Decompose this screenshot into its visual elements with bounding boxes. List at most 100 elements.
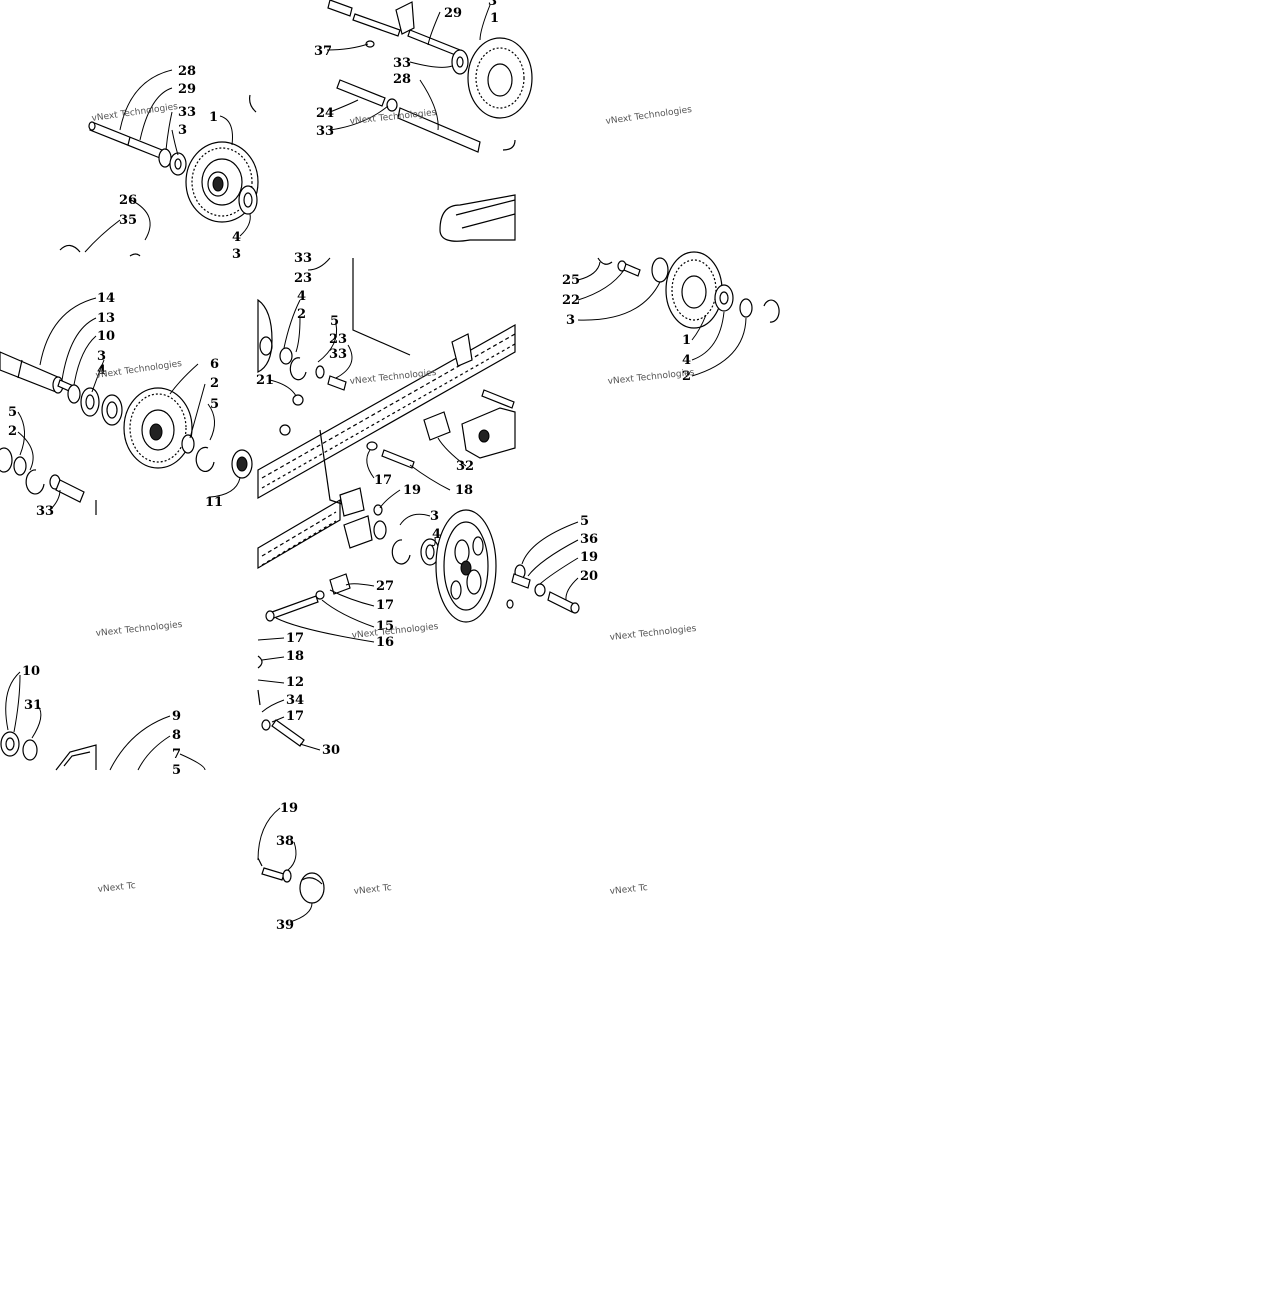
washer-part	[739, 298, 753, 318]
callout-label: 33	[294, 251, 312, 266]
washer-part	[279, 347, 293, 365]
callout-label: 24	[316, 106, 334, 121]
callout-label: 11	[205, 495, 223, 510]
tile-r2c2: vNext Technologies	[609, 624, 697, 643]
watermark-text: vNext Technologies	[605, 105, 693, 127]
tile-r0c2: vNext Technologies	[605, 105, 693, 127]
spacer-part	[329, 573, 351, 595]
watermark-text: vNext Tc	[353, 883, 392, 897]
callout-label: 1	[682, 333, 691, 348]
bearing-part	[231, 449, 253, 479]
arm-outline-part	[319, 429, 346, 506]
washer-part	[22, 739, 38, 761]
washer-part	[506, 599, 514, 609]
spoked-wheel-part	[435, 509, 497, 623]
pin-part	[327, 0, 461, 57]
callout-label: 23	[329, 332, 347, 347]
washer-part	[13, 456, 27, 476]
washer-part	[158, 148, 187, 176]
washer-part	[0, 731, 20, 757]
bearing-part	[714, 284, 734, 312]
callout-label: 5	[172, 763, 181, 778]
clip-part	[257, 655, 263, 669]
nut-part	[292, 394, 304, 406]
bolt-part	[547, 591, 580, 614]
callout-label: 5	[210, 397, 219, 412]
clip-part	[257, 857, 263, 867]
callout-label: 14	[97, 291, 115, 306]
callout-label: 1	[209, 110, 218, 125]
callout-label: 25	[562, 273, 580, 288]
callout-label: 37	[314, 44, 332, 59]
partial-frame-part	[502, 139, 516, 151]
slide-rail-part	[257, 323, 516, 500]
callout-label: 39	[276, 918, 294, 933]
callout-label: 22	[562, 293, 580, 308]
callout-label: 1	[490, 11, 499, 26]
callout-label: 2	[297, 307, 306, 322]
snap-ring-part	[25, 469, 45, 495]
snap-ring-part	[391, 539, 411, 565]
callout-label: 15	[376, 619, 394, 634]
callout-label: 34	[286, 693, 304, 708]
callout-label: 3	[430, 509, 439, 524]
callout-label: 32	[456, 459, 474, 474]
watermark-text: vNext Technologies	[609, 624, 697, 643]
tile-r2c0: 10 31 9 8 7 5 vNext Technologies	[0, 620, 206, 778]
watermark-text: vNext Tc	[609, 883, 648, 897]
callout-label: 36	[580, 532, 598, 547]
callout-label: 19	[280, 801, 298, 816]
callout-label: 33	[329, 347, 347, 362]
callout-label: 8	[172, 728, 181, 743]
washer-part	[534, 583, 546, 597]
bolt-part	[366, 441, 415, 469]
clip-part	[257, 689, 261, 706]
watermark-text: vNext Technologies	[607, 368, 695, 387]
callout-label: 28	[393, 72, 411, 87]
bolt-part	[481, 389, 515, 409]
callout-label: 4	[682, 353, 691, 368]
washer-part	[315, 365, 325, 379]
tile-r1c1: 33 23 4 2 5 23 33 21 17 18 19 3 4 32 27 …	[256, 251, 516, 758]
arm-outline-part	[352, 258, 411, 356]
callout-label: 18	[455, 483, 473, 498]
callout-label: 17	[286, 631, 304, 646]
shaft-part	[397, 107, 481, 153]
callout-label: 27	[376, 579, 394, 594]
spacer-part	[327, 375, 347, 391]
callout-label: 21	[256, 373, 274, 388]
shaft-part	[88, 121, 163, 159]
watermark-text: vNext Technologies	[351, 622, 439, 641]
callout-label: 3	[566, 313, 575, 328]
callout-label: 30	[322, 743, 340, 758]
callout-label: 38	[276, 834, 294, 849]
callout-label: 6	[210, 357, 219, 372]
spacer-part	[55, 479, 85, 503]
callout-label: 33	[393, 56, 411, 71]
callout-label: 4	[432, 527, 441, 542]
spacer-part	[336, 79, 386, 107]
washer-part	[451, 49, 469, 75]
callout-label: 2	[210, 376, 219, 391]
bearing-part	[238, 185, 258, 215]
spacer-part	[511, 573, 531, 589]
tile-r3c1: 19 38 39	[257, 801, 325, 933]
idler-wheel-part	[257, 298, 273, 373]
callout-label: 5	[580, 514, 589, 529]
idler-wheel-part	[467, 37, 533, 119]
callout-label: 10	[97, 329, 115, 344]
watermark-text: vNext Technologies	[91, 102, 179, 124]
clip-part	[249, 94, 257, 113]
callout-label: 13	[97, 311, 115, 326]
callout-label: 4	[297, 289, 306, 304]
callout-label: 2	[8, 424, 17, 439]
watermark-text: vNext Technologies	[95, 620, 183, 639]
tile-r0c1: 29 3 37 33 1 24 28 33 vNext Technologies	[314, 0, 533, 242]
bearing-part	[67, 384, 123, 426]
callout-label: 35	[119, 213, 137, 228]
idler-wheel-part	[123, 387, 193, 469]
callout-label: 18	[286, 649, 304, 664]
idler-wheel-part	[665, 251, 723, 329]
washer-part	[181, 434, 195, 454]
